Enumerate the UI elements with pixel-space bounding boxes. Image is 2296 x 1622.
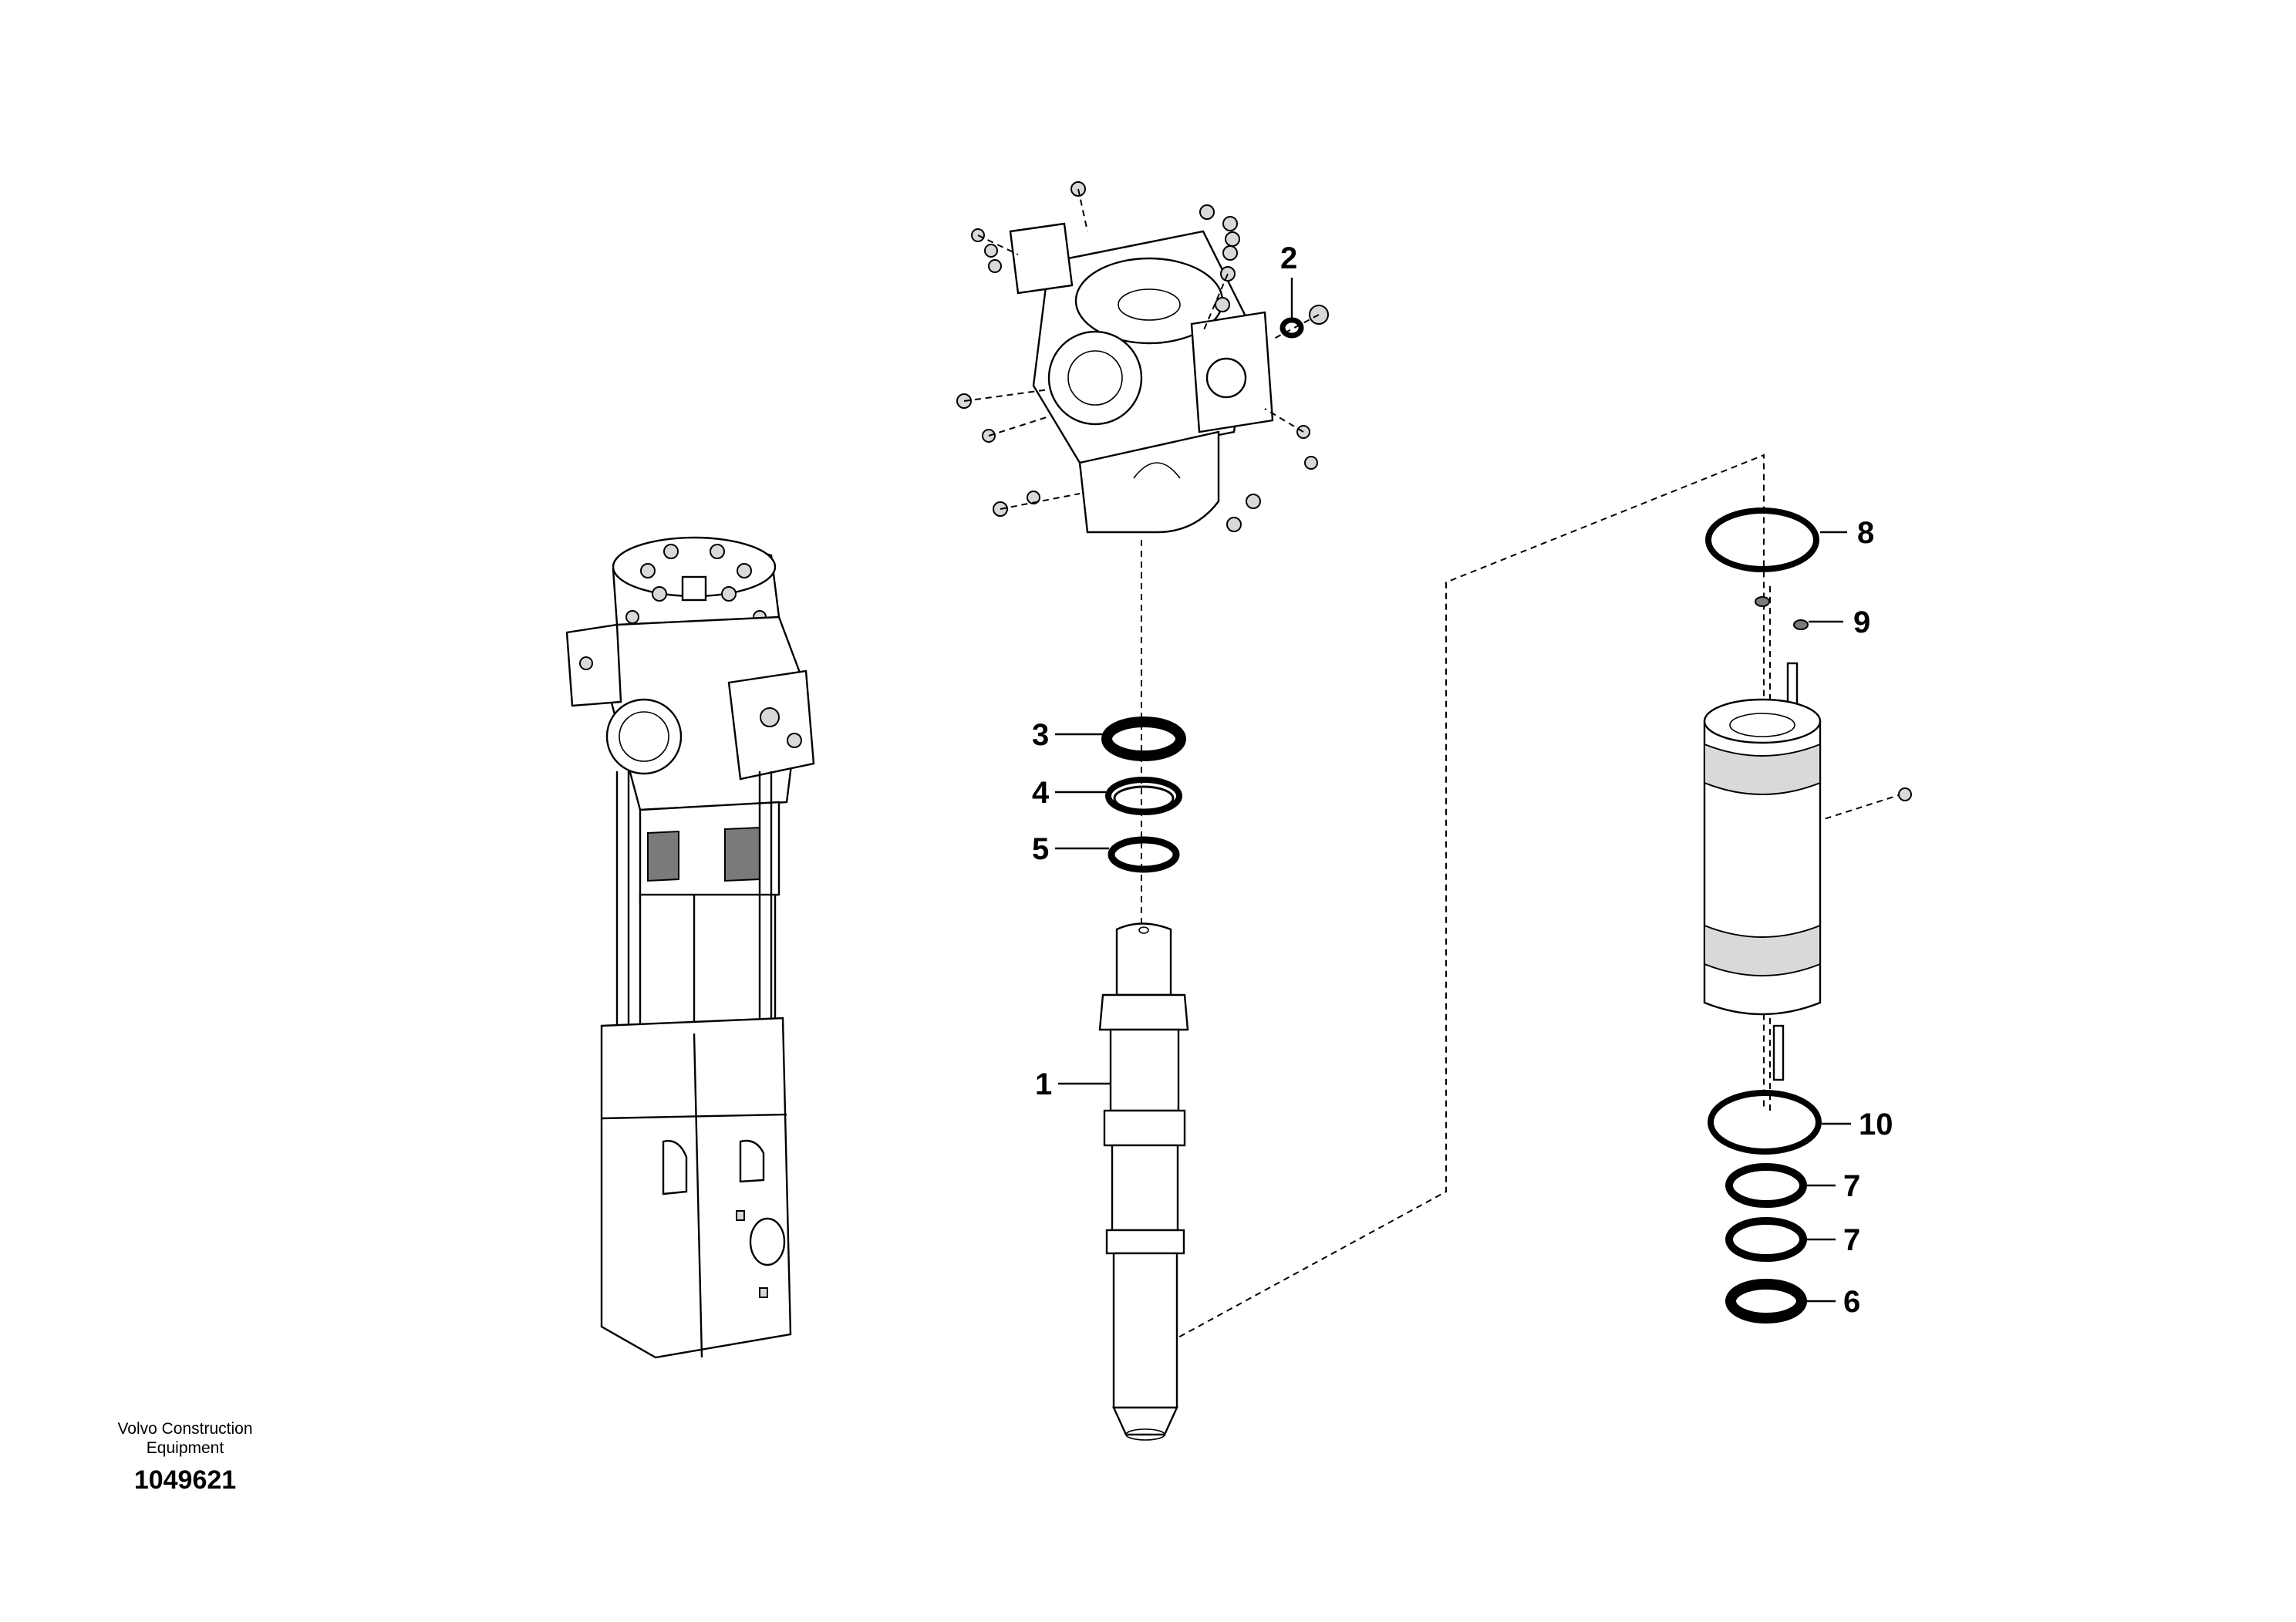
callout-2: 2 <box>1280 241 1297 275</box>
callout-4: 4 <box>1032 776 1050 810</box>
seal-item-2 <box>1279 317 1304 339</box>
company-name-line-2: Equipment <box>146 1439 224 1457</box>
callout-1: 1 <box>1035 1067 1052 1101</box>
valve-housing-illustration <box>956 181 1329 534</box>
callout-10: 10 <box>1859 1108 1893 1141</box>
seal-set-3-4-5 <box>1101 717 1186 873</box>
callout-9: 9 <box>1853 605 1870 639</box>
callout-7-upper: 7 <box>1843 1169 1860 1203</box>
piston-illustration <box>1098 922 1189 1441</box>
cylinder-liner-illustration <box>1703 508 1912 1324</box>
drawing-number: 1049621 <box>133 1465 237 1495</box>
callout-5: 5 <box>1032 832 1049 866</box>
company-name-line-1: Volvo Construction <box>117 1420 253 1438</box>
assembled-unit-illustration <box>565 536 815 1359</box>
drawing-caption: Volvo Construction Equipment 1049621 <box>85 1419 285 1496</box>
callout-leaders <box>1055 278 1851 1303</box>
callout-6: 6 <box>1843 1285 1860 1319</box>
callout-7-lower: 7 <box>1843 1223 1860 1257</box>
callout-8: 8 <box>1857 516 1874 550</box>
callout-3: 3 <box>1032 718 1049 752</box>
